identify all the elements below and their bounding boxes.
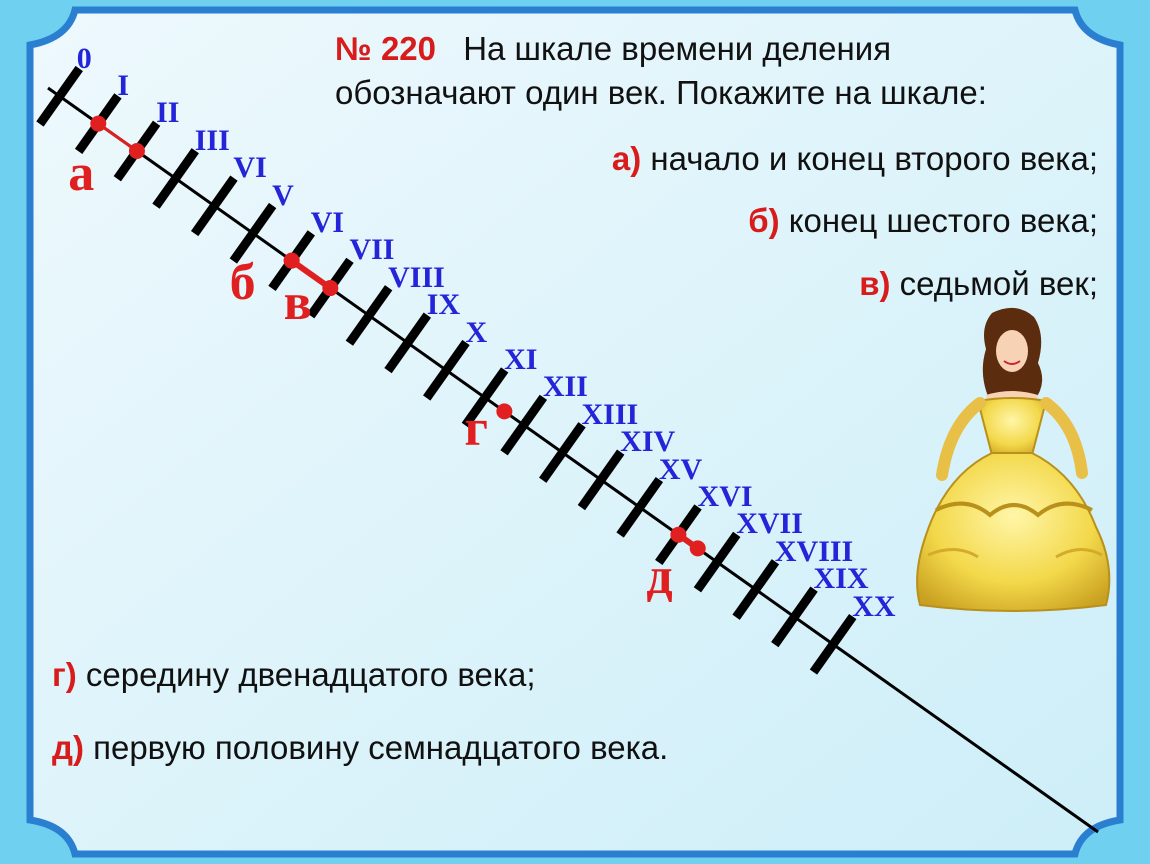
point-label: г — [464, 400, 488, 458]
task-item-v-text: седьмой век; — [899, 265, 1098, 302]
task-intro-line1: На шкале времени деления — [463, 30, 892, 67]
century-label: II — [156, 96, 180, 130]
century-tick — [190, 175, 238, 237]
century-tick — [461, 367, 509, 429]
zero-label: 0 — [76, 41, 92, 75]
princess-illustration — [916, 307, 1111, 612]
century-tick — [732, 559, 780, 620]
timeline-point — [128, 143, 145, 160]
task-item-d: д) первую половину семнадцатого века. — [52, 729, 668, 767]
timeline-point — [283, 252, 300, 269]
century-label: XI — [504, 343, 538, 377]
century-label: VI — [233, 151, 267, 185]
century-label: III — [194, 123, 230, 157]
point-label: д — [646, 547, 673, 605]
task-item-v: в) седьмой век; — [859, 265, 1098, 303]
century-tick — [500, 394, 548, 456]
century-label: XVIII — [774, 534, 854, 568]
century-label: VIII — [388, 260, 445, 294]
century-label: I — [117, 68, 130, 102]
century-label: XX — [852, 589, 896, 623]
task-line-1: № 220 На шкале времени деления — [335, 30, 891, 68]
task-item-b-text: конец шестого века; — [788, 202, 1098, 239]
task-item-d-letter: д) — [52, 729, 84, 766]
task-item-g-text: середину двенадцатого века; — [85, 656, 536, 693]
century-tick — [771, 586, 818, 648]
task-item-g-letter: г) — [52, 656, 77, 693]
timeline-point — [322, 280, 339, 297]
century-tick — [539, 422, 586, 483]
century-label: XVII — [736, 507, 803, 541]
task-item-b-letter: б) — [748, 202, 780, 239]
task-item-a: а) начало и конец второго века; — [612, 140, 1098, 178]
century-label: IX — [426, 288, 461, 322]
century-tick — [152, 148, 199, 209]
timeline-point — [689, 540, 706, 557]
century-label: XV — [658, 452, 703, 486]
timeline-point — [670, 526, 687, 543]
century-tick — [229, 202, 277, 264]
century-label: XIX — [813, 562, 869, 596]
task-item-a-letter: а) — [611, 140, 642, 177]
century-label: XVI — [697, 480, 753, 514]
century-label: VII — [349, 233, 395, 267]
timeline-point — [496, 403, 513, 420]
century-label: XII — [542, 370, 588, 404]
task-item-v-letter: в) — [859, 265, 891, 302]
task-intro-line2: обозначают один век. Покажите на шкале: — [335, 74, 987, 111]
century-label: VI — [310, 206, 345, 239]
task-item-d-text: первую половину семнадцатого века. — [93, 729, 669, 766]
point-label: б — [229, 253, 256, 311]
century-tick — [36, 65, 83, 127]
century-tick — [345, 285, 393, 346]
century-tick — [423, 339, 470, 401]
task-item-a-text: начало и конец второго века; — [650, 140, 1098, 177]
century-tick — [616, 476, 664, 538]
task-item-g: г) середину двенадцатого века; — [52, 656, 536, 694]
century-label: X — [465, 315, 488, 349]
century-tick — [693, 531, 741, 593]
century-label: XIV — [620, 425, 676, 459]
timeline-axis — [47, 86, 1099, 834]
task-item-b: б) конец шестого века; — [748, 202, 1098, 240]
timeline-point — [90, 115, 107, 132]
century-label: V — [272, 178, 294, 212]
century-label: XIII — [581, 397, 639, 431]
century-tick — [384, 312, 432, 374]
timeline-points — [90, 115, 706, 557]
point-label: в — [283, 273, 312, 331]
task-number: № 220 — [335, 30, 437, 67]
point-label: а — [68, 144, 95, 202]
century-tick — [577, 449, 625, 511]
century-tick — [809, 613, 857, 675]
